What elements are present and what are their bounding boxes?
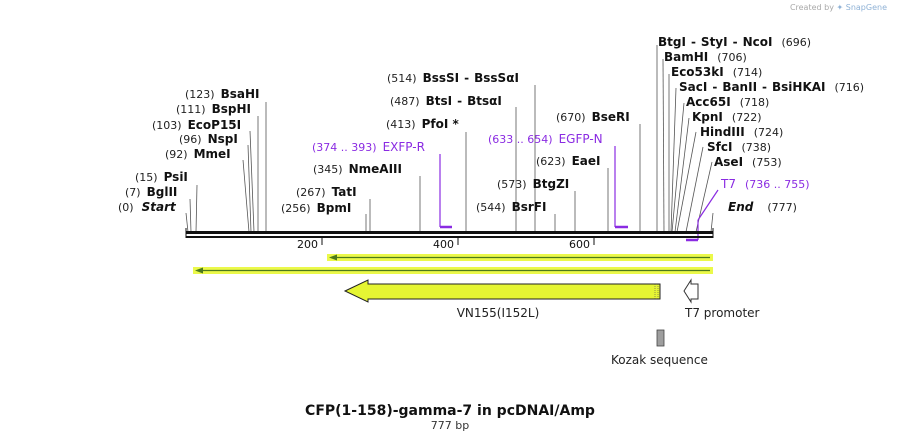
- promoter-label: T7 promoter: [684, 306, 760, 320]
- snapgene-credit: Created by ✦ SnapGene: [790, 3, 887, 12]
- site-nmeaiii: (345)NmeAIII: [313, 162, 402, 176]
- gene-arrow-vn155: [343, 279, 661, 303]
- start-label: Start: [142, 200, 177, 214]
- start-pos: (0): [118, 201, 134, 214]
- site-pfoi: (413)PfoI *: [386, 117, 459, 131]
- promoter-arrow-t7: [683, 278, 699, 304]
- site-bglii: (7)BglII: [125, 185, 177, 199]
- primer-egfp-n-label: (633 .. 654)EGFP-N: [488, 132, 603, 146]
- orf-line-1-arrowhead: [329, 254, 337, 261]
- site-bsphi: (111)BspHI: [176, 102, 251, 116]
- site-connectors: [185, 45, 714, 233]
- end-label: End: [728, 200, 754, 214]
- primer-t7-leader: [697, 189, 719, 221]
- site-bsahi: (123)BsaHI: [185, 87, 260, 101]
- site-ecop15i: (103)EcoP15I: [152, 118, 241, 132]
- site-btgi: BtgI-StyI-NcoI(696): [658, 35, 811, 49]
- snapgene-logo-icon: ✦: [836, 3, 844, 12]
- backbone-top-strand: [186, 231, 713, 234]
- primer-marks: [439, 146, 719, 242]
- site-saci: SacI-BanII-BsiHKAI(716): [679, 80, 864, 94]
- kozak-sequence-box: [656, 329, 665, 347]
- site-bsrfi: (544)BsrFI: [476, 200, 546, 214]
- site-eaei: (623)EaeI: [536, 154, 601, 168]
- site-btgzi: (573)BtgZI: [497, 177, 569, 191]
- site-btsi: (487)BtsI-BtsαI: [390, 94, 502, 108]
- backbone-bottom-strand: [186, 236, 713, 238]
- primer-t7-label: T7(736 .. 755): [720, 177, 810, 191]
- site-psii: (15)PsiI: [135, 170, 188, 184]
- site-acc65i: Acc65I(718): [686, 95, 769, 109]
- tick-label-600: 600: [569, 238, 590, 251]
- orf-line-2-arrowhead: [195, 267, 203, 274]
- tick-label-200: 200: [297, 238, 318, 251]
- map-title: CFP(1-158)-gamma-7 in pcDNAI/Amp: [305, 403, 595, 419]
- site-sfci: SfcI(738): [707, 140, 771, 154]
- site-nspi: (96)NspI: [179, 132, 238, 146]
- tick-label-400: 400: [433, 238, 454, 251]
- site-bamhi: BamHI(706): [664, 50, 747, 64]
- site-asei: AseI(753): [714, 155, 782, 169]
- start-marker: (0) Start: [118, 200, 177, 214]
- site-hindiii: HindIII(724): [700, 125, 783, 139]
- map-length: 777 bp: [431, 419, 469, 432]
- site-eco53ki: Eco53kI(714): [671, 65, 762, 79]
- site-tati: (267)TatI: [296, 185, 357, 199]
- site-bsssi: (514)BssSI-BssSαI: [387, 71, 519, 85]
- gene-label: VN155(I152L): [457, 306, 540, 320]
- site-bseri: (670)BseRI: [556, 110, 630, 124]
- sequence-backbone: [185, 228, 714, 245]
- credit-brand: SnapGene: [845, 3, 887, 12]
- primer-exfp-r-label: (374 .. 393)EXFP-R: [312, 140, 425, 154]
- site-bpmi: (256)BpmI: [281, 201, 351, 215]
- site-mmei: (92)MmeI: [165, 147, 231, 161]
- orf-lines: [193, 254, 713, 274]
- end-marker: End (777): [728, 200, 797, 214]
- kozak-label: Kozak sequence: [611, 353, 708, 367]
- site-kpni: KpnI(722): [692, 110, 762, 124]
- end-pos: (777): [767, 201, 797, 214]
- credit-text: Created by: [789, 3, 834, 12]
